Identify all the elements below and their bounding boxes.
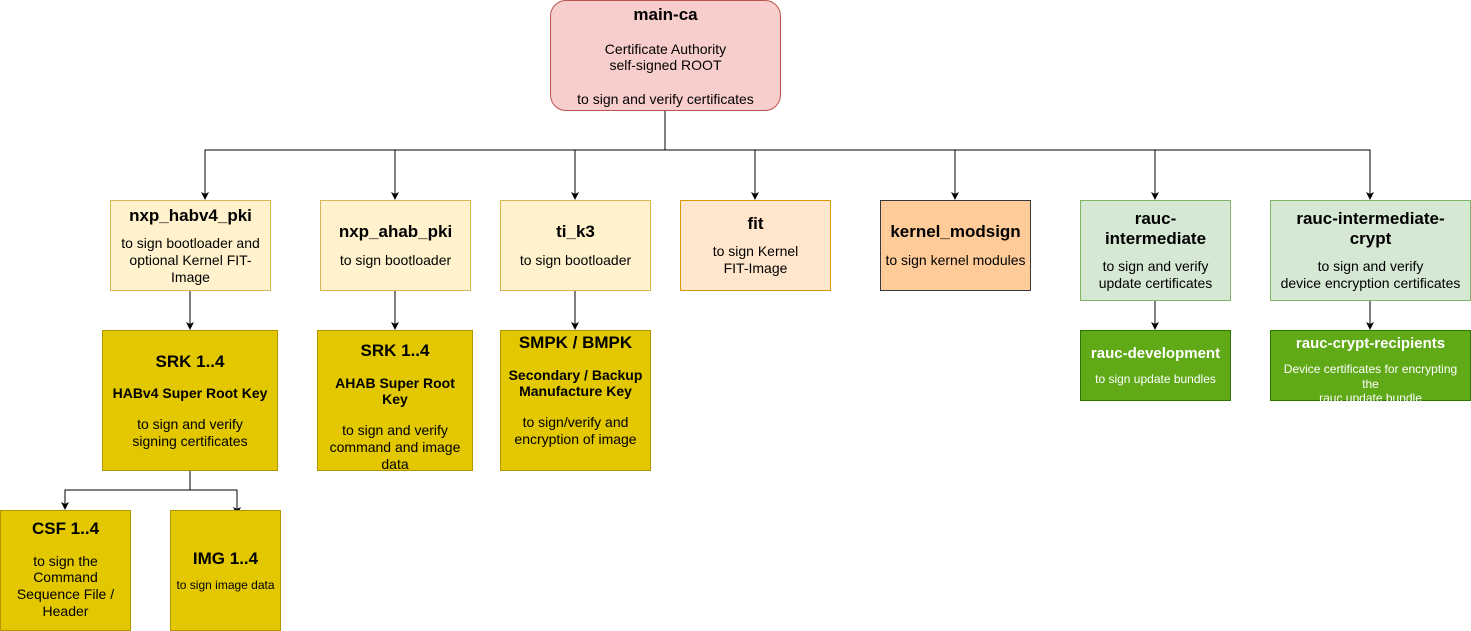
edge-srk-to-img — [189, 470, 241, 515]
edge-main-ca-to-ti-k3 — [571, 110, 666, 200]
node-subtitle: Secondary / Backup Manufacture Key — [508, 366, 643, 400]
node-title: main-ca — [633, 5, 698, 24]
node-title: SRK 1..4 — [155, 351, 225, 371]
node-description: to sign image data — [176, 578, 275, 593]
node-rauc-crypt-recipients[interactable]: rauc-crypt-recipients Device certificate… — [1270, 330, 1471, 405]
edge-main-ca-to-rauc-intermediate-crypt — [664, 110, 1374, 200]
node-srk-habv4[interactable]: SRK 1..4 HABv4 Super Root Key to sign an… — [102, 330, 278, 471]
edge-srk-to-csf — [61, 470, 191, 510]
node-description: to sign bootloader and optional Kernel F… — [121, 235, 260, 285]
edge-main-ca-to-rauc-intermediate — [664, 110, 1159, 200]
node-description: to sign and verify update certificates — [1098, 258, 1213, 292]
node-subtitle: HABv4 Super Root Key — [112, 385, 268, 402]
node-main-ca[interactable]: main-ca Certificate Authority self-signe… — [550, 0, 781, 111]
node-title: rauc-intermediate- crypt — [1296, 209, 1445, 248]
node-img[interactable]: IMG 1..4 to sign image data — [170, 510, 281, 631]
node-rauc-development[interactable]: rauc-development to sign update bundles — [1080, 330, 1231, 401]
node-description: Device certificates for encrypting the r… — [1283, 362, 1458, 406]
node-description: to sign and verify signing certificates — [132, 415, 248, 449]
node-description: to sign bootloader — [339, 251, 452, 268]
node-description: to sign Kernel FIT-Image — [712, 243, 799, 277]
node-description: to sign the Command Sequence File / Head… — [16, 552, 115, 619]
node-ti-k3[interactable]: ti_k3 to sign bootloader — [500, 200, 651, 291]
node-description: to sign kernel modules — [885, 251, 1026, 268]
node-title: rauc-crypt-recipients — [1295, 335, 1446, 352]
node-description: to sign update bundles — [1095, 371, 1216, 386]
edge-main-ca-to-kernel-modsign — [664, 110, 959, 200]
node-description: to sign and verify command and image dat… — [329, 422, 461, 472]
edge-main-ca-to-fit — [664, 110, 759, 200]
node-srk-ahab[interactable]: SRK 1..4 AHAB Super Root Key to sign and… — [317, 330, 473, 472]
node-title: rauc- intermediate — [1104, 209, 1207, 248]
node-title: ti_k3 — [556, 222, 595, 242]
node-rauc-intermediate-crypt[interactable]: rauc-intermediate- crypt to sign and ver… — [1270, 200, 1471, 301]
node-title: SRK 1..4 — [360, 341, 430, 360]
node-description: Certificate Authority self-signed ROOT t… — [577, 40, 754, 107]
edge-main-ca-to-nxp-habv4-pki — [201, 110, 666, 200]
node-kernel-modsign[interactable]: kernel_modsign to sign kernel modules — [880, 200, 1031, 291]
node-description: to sign/verify and encryption of image — [514, 414, 637, 447]
node-subtitle: AHAB Super Root Key — [335, 374, 455, 408]
node-title: SMPK / BMPK — [518, 333, 633, 352]
node-nxp-ahab-pki[interactable]: nxp_ahab_pki to sign bootloader — [320, 200, 471, 291]
node-description: to sign and verify device encryption cer… — [1280, 258, 1461, 292]
node-title: nxp_habv4_pki — [129, 205, 252, 225]
node-csf[interactable]: CSF 1..4 to sign the Command Sequence Fi… — [0, 510, 131, 631]
edge-main-ca-to-nxp-ahab-pki — [391, 110, 666, 200]
node-description: to sign bootloader — [519, 251, 632, 268]
node-title: nxp_ahab_pki — [338, 222, 453, 242]
node-rauc-intermediate[interactable]: rauc- intermediate to sign and verify up… — [1080, 200, 1231, 301]
node-nxp-habv4-pki[interactable]: nxp_habv4_pki to sign bootloader and opt… — [110, 200, 271, 291]
node-smpk-bmpk[interactable]: SMPK / BMPK Secondary / Backup Manufactu… — [500, 330, 651, 471]
node-title: rauc-development — [1090, 344, 1221, 362]
node-fit[interactable]: fit to sign Kernel FIT-Image — [680, 200, 831, 291]
node-title: IMG 1..4 — [192, 548, 259, 568]
node-title: CSF 1..4 — [31, 519, 100, 538]
node-title: fit — [747, 213, 764, 233]
node-title: kernel_modsign — [890, 222, 1021, 242]
